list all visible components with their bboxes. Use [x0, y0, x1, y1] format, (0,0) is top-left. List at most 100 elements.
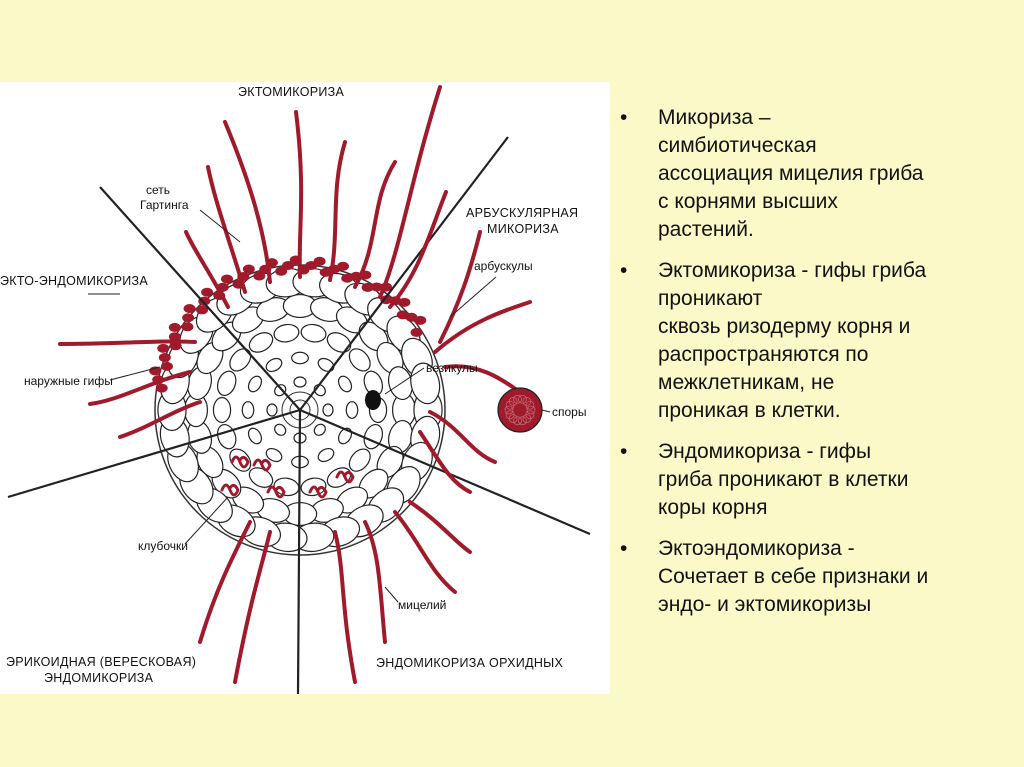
mantle-cell — [158, 353, 171, 363]
mantle-cell — [221, 274, 234, 284]
spore — [505, 410, 515, 420]
mantle-cell — [414, 315, 427, 325]
cortex-cell — [274, 423, 287, 436]
spore — [525, 410, 535, 420]
bullet-item: Эндомикориза - гифы гриба проникают в кл… — [616, 438, 1016, 522]
spore-cluster — [497, 387, 543, 433]
label-hartig-net-1: сеть — [146, 183, 170, 197]
hypha — [438, 230, 482, 344]
bullet-text: Эктомикориза - гифы гриба проникают скво… — [658, 259, 927, 422]
spore — [504, 405, 514, 415]
bullet-item: Микориза – симбиотическая ассоциация миц… — [616, 104, 1016, 244]
cortex-cell — [293, 376, 307, 388]
hyphal-coil — [266, 485, 286, 499]
hypha — [333, 530, 357, 684]
cortex-cell — [300, 323, 327, 343]
mantle-cell — [398, 297, 411, 307]
cortex-cell — [337, 375, 353, 393]
mantle-cell — [337, 261, 350, 271]
hypha — [184, 230, 230, 309]
spore — [522, 396, 532, 406]
cortex-cell — [265, 447, 283, 463]
label-arbuscular-2: МИКОРИЗА — [487, 222, 559, 236]
cortex-cell — [345, 401, 359, 419]
hypha — [223, 120, 272, 284]
hyphal-coil — [230, 455, 250, 469]
spore — [505, 400, 515, 410]
label-hartig-net-2: Гартинга — [140, 198, 189, 212]
cortex-cell — [348, 448, 371, 472]
bullet-text: Эндомикориза - гифы гриба проникают в кл… — [658, 440, 909, 519]
spore — [525, 400, 535, 410]
spore — [518, 416, 527, 426]
cortex-cell — [247, 375, 263, 393]
bullet-text: Эктоэндомикориза - Сочетает в себе призн… — [658, 537, 929, 616]
hypha — [88, 370, 192, 406]
label-arbuscular-1: АРБУСКУЛЯРНАЯ — [466, 206, 578, 220]
leader-lines — [88, 209, 551, 603]
mantle-cell — [410, 327, 423, 337]
hypha — [378, 85, 442, 299]
hypha — [408, 500, 472, 554]
bullet-item: Эктомикориза - гифы гриба проникают скво… — [616, 257, 1016, 425]
label-ericoid-2: ЭНДОМИКОРИЗА — [44, 671, 154, 685]
mantle-cell — [282, 260, 295, 270]
spore — [518, 394, 527, 404]
cortex-cell — [216, 370, 237, 397]
cortex-cell — [291, 351, 309, 365]
label-vesicles: везикулы — [426, 361, 478, 375]
mantle-cell — [361, 282, 374, 292]
mycorrhiza-diagram: ЭКТОМИКОРИЗА сеть Гартинга АРБУСКУЛЯРНАЯ… — [0, 82, 610, 694]
hypha — [353, 160, 397, 289]
label-arbuscules: арбускулы — [474, 259, 533, 273]
mantle-cell — [370, 282, 383, 292]
label-orchid-endomycorrhiza: ЭНДОМИКОРИЗА ОРХИДНЫХ — [376, 656, 564, 670]
mantle-cell — [201, 287, 214, 297]
cortex-cell — [265, 357, 283, 373]
label-mycelium: мицелий — [398, 598, 446, 612]
label-coils: клубочки — [138, 539, 188, 553]
mantle-cell — [168, 322, 181, 332]
spore — [522, 414, 532, 424]
cortex-cell — [410, 362, 441, 405]
bullet-list: Микориза – симбиотическая ассоциация миц… — [616, 104, 1016, 632]
label-outer-hyphae: наружные гифы — [24, 374, 113, 388]
hyphal-coil — [308, 485, 328, 499]
bullet-text: Микориза – симбиотическая ассоциация миц… — [658, 106, 924, 241]
hyphal-coil — [220, 483, 240, 497]
cortex-cell — [348, 348, 371, 372]
cortex-cell — [266, 403, 278, 417]
mantle-cell — [183, 304, 196, 314]
mantle-cell — [157, 343, 170, 353]
hypha — [428, 410, 497, 464]
hyphal-coil — [335, 470, 355, 484]
mantle-cell — [196, 305, 209, 315]
label-ericoid-1: ЭРИКОИДНАЯ (ВЕРЕСКОВАЯ) — [6, 655, 196, 669]
mantle-cell — [181, 322, 194, 332]
cortex-cell — [326, 332, 352, 353]
hypha — [363, 520, 387, 644]
cortex-cell — [313, 423, 326, 436]
label-ecto-endomycorrhiza: ЭКТО-ЭНДОМИКОРИЗА — [0, 274, 148, 288]
cortex-cell — [274, 384, 287, 397]
mantle-cell — [313, 256, 326, 266]
hypha — [118, 400, 202, 439]
hyphal-coil — [252, 458, 272, 472]
bullet-item: Эктоэндомикориза - Сочетает в себе призн… — [616, 535, 1016, 619]
hypha — [418, 430, 472, 494]
spore — [526, 405, 536, 415]
hypha — [433, 300, 532, 354]
hypha — [58, 339, 197, 346]
label-ectomycorrhiza: ЭКТОМИКОРИЗА — [238, 85, 344, 99]
label-spores: споры — [552, 405, 586, 419]
cortex-cell — [212, 396, 232, 424]
hypha — [206, 165, 247, 294]
hypha — [393, 510, 457, 594]
mantle-cell — [253, 271, 266, 281]
hypha — [328, 140, 347, 282]
cortex-cell — [317, 357, 335, 373]
fungal-hyphae — [58, 85, 532, 684]
mantle-cell — [155, 383, 168, 393]
hypha — [198, 520, 252, 644]
mantle-cell — [168, 332, 181, 342]
